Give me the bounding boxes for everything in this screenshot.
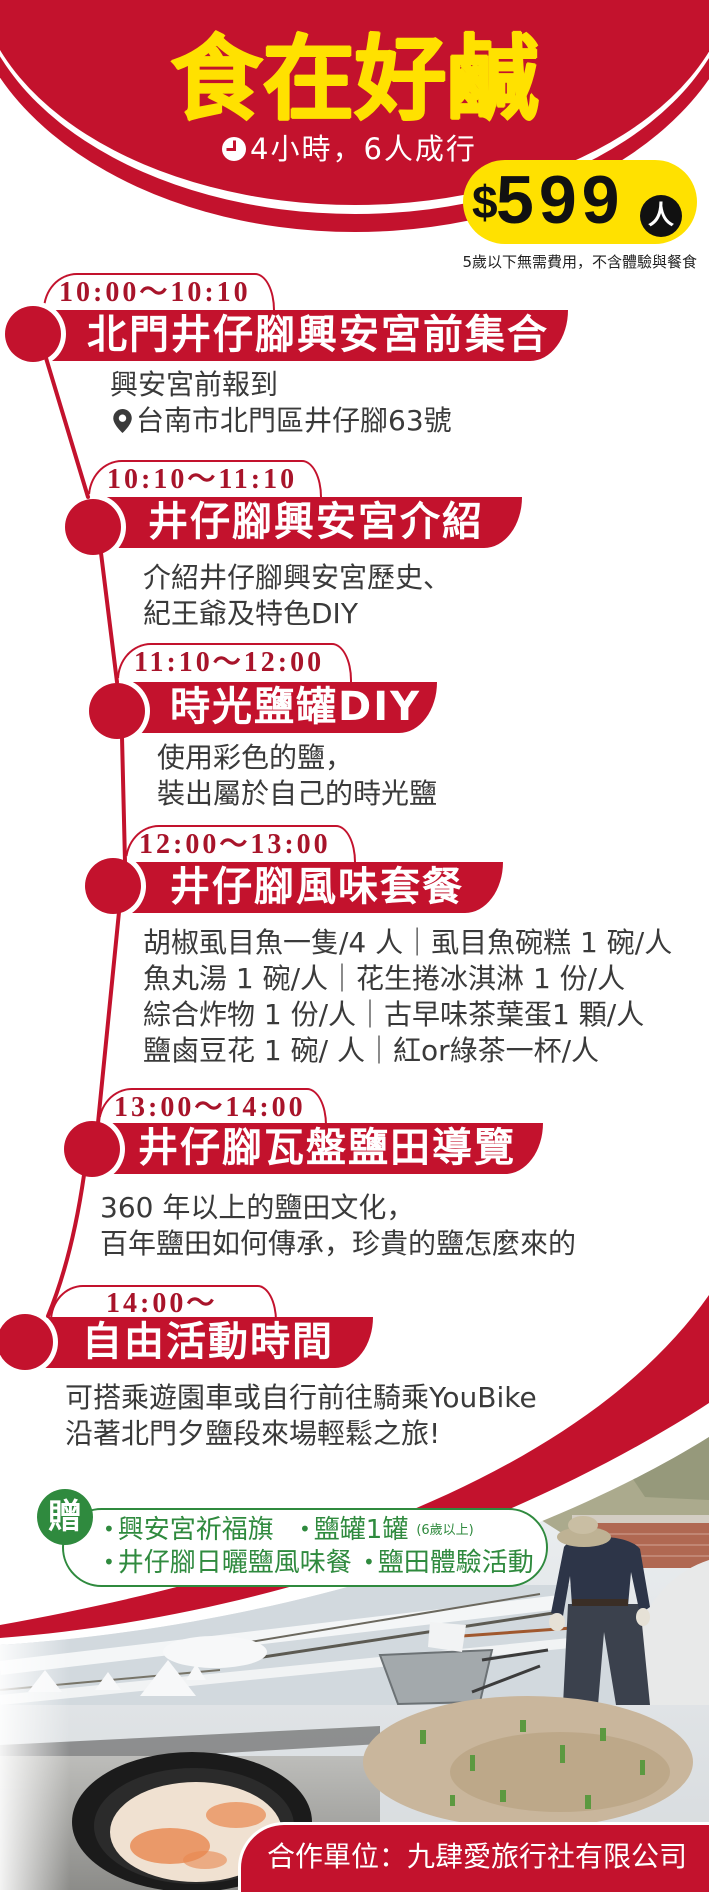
time-range: 13:00～14:00 <box>114 1092 306 1123</box>
time-range: 12:00～13:00 <box>139 829 331 860</box>
timeline-dot <box>0 1314 53 1370</box>
step-description: 使用彩色的鹽， 裝出屬於自己的時光鹽 <box>157 740 437 812</box>
timeline-connector <box>44 356 90 499</box>
description-line: 百年鹽田如何傳承，珍貴的鹽怎麼來的 <box>100 1227 577 1260</box>
step-description: 介紹井仔腳興安宮歷史、 紀王爺及特色DIY <box>143 560 451 632</box>
time-tab: 10:00～10:10 <box>43 273 275 313</box>
step-title-bar: 井仔腳風味套餐 <box>113 862 503 913</box>
description-line: 可搭乘遊園車或自行前往騎乘YouBike <box>65 1381 537 1414</box>
step-description: 可搭乘遊園車或自行前往騎乘YouBike 沿著北門夕鹽段來場輕鬆之旅! <box>65 1380 537 1452</box>
description-line: 沿著北門夕鹽段來場輕鬆之旅! <box>65 1417 441 1450</box>
page-title: 食在好鹹 <box>170 26 539 133</box>
time-range: 11:10～12:00 <box>134 647 325 678</box>
timeline-dot <box>5 306 61 362</box>
gift-item: •鹽罐1罐 (6歲以上) <box>299 1514 474 1546</box>
gift-box <box>62 1508 548 1587</box>
time-tab: 12:00～13:00 <box>125 825 356 865</box>
menu-line: 胡椒虱目魚一隻/4 人｜虱目魚碗糕 1 碗/人 <box>143 926 673 959</box>
step-title: 自由活動時間 <box>82 1319 334 1365</box>
salt-worker <box>549 1516 650 1705</box>
description-line: 紀王爺及特色DIY <box>143 597 358 630</box>
gift-label: 鹽罐1罐 <box>313 1515 409 1545</box>
salt-pans <box>0 1585 620 1705</box>
partner-text: 合作單位：九肆愛旅行社有限公司 <box>267 1840 688 1873</box>
step-description: 360 年以上的鹽田文化， 百年鹽田如何傳承，珍貴的鹽怎麼來的 <box>100 1190 576 1262</box>
time-range: 10:10～11:10 <box>107 464 298 495</box>
gift-item: •興安宮祈福旗 <box>103 1514 274 1545</box>
timeline-dot <box>89 683 145 739</box>
tour-duration: 4小時，6人成行 <box>222 134 477 164</box>
address-text: 台南市北門區井仔腳63號 <box>136 404 452 437</box>
partner-banner: 合作單位：九肆愛旅行社有限公司 <box>238 1822 709 1892</box>
gift-label: 井仔腳日曬鹽風味餐 <box>117 1548 352 1578</box>
price-currency: $ <box>472 176 498 228</box>
clock-icon <box>222 137 246 161</box>
time-range: 10:00～10:10 <box>59 277 251 308</box>
time-tab: 14:00～ <box>50 1285 277 1321</box>
step-title: 井仔腳風味套餐 <box>170 864 464 910</box>
timeline-connector <box>99 551 119 684</box>
timeline-dot <box>64 1121 120 1177</box>
meal-menu: 胡椒虱目魚一隻/4 人｜虱目魚碗糕 1 碗/人 魚丸湯 1 碗/人｜花生捲冰淇淋… <box>143 925 672 1069</box>
step-title: 井仔腳興安宮介紹 <box>148 499 484 545</box>
timeline-dot <box>85 858 141 914</box>
address-line: 台南市北門區井仔腳63號 <box>110 403 452 439</box>
map-pin-icon <box>113 409 132 433</box>
time-tab: 11:10～12:00 <box>117 643 352 683</box>
duration-text: 4小時，6人成行 <box>250 132 477 166</box>
photo-region <box>0 1437 709 1890</box>
price-badge: $ 599 人 <box>463 160 697 244</box>
step-title-bar: 北門井仔腳興安宮前集合 <box>33 310 568 361</box>
step-title: 時光鹽罐DIY <box>170 684 422 730</box>
step-title: 北門井仔腳興安宮前集合 <box>87 312 549 358</box>
menu-line: 綜合炸物 1 份/人｜古早味茶葉蛋1 顆/人 <box>143 998 645 1031</box>
step-title-bar: 自由活動時間 <box>25 1317 373 1368</box>
menu-line: 魚丸湯 1 碗/人｜花生捲冰淇淋 1 份/人 <box>143 962 626 995</box>
step-title-bar: 井仔腳瓦盤鹽田導覽 <box>92 1123 543 1174</box>
step-description: 興安宮前報到 台南市北門區井仔腳63號 <box>110 367 452 439</box>
timeline-connector <box>120 735 127 864</box>
gift-age-note: (6歲以上) <box>416 1523 474 1538</box>
description-line: 使用彩色的鹽， <box>157 741 354 774</box>
red-swoosh-band <box>0 1295 709 1638</box>
gift-item: •井仔腳日曬鹽風味餐 <box>103 1547 352 1578</box>
description-line: 360 年以上的鹽田文化， <box>100 1191 415 1224</box>
gift-label: 鹽田體驗活動 <box>377 1548 534 1578</box>
time-range: 14:00～ <box>106 1288 218 1319</box>
step-title-bar: 井仔腳興安宮介紹 <box>93 497 522 548</box>
fried-food-plate <box>363 1696 693 1828</box>
gift-item: •鹽田體驗活動 <box>363 1547 534 1578</box>
bullet-icon: • <box>299 1517 311 1541</box>
price-amount: 599 <box>496 162 625 238</box>
step-title: 井仔腳瓦盤鹽田導覽 <box>138 1125 516 1171</box>
price-note: 5歲以下無需費用，不含體驗與餐食 <box>462 253 697 271</box>
step-title-bar: 時光鹽罐DIY <box>117 682 437 733</box>
header-main-arc <box>0 0 709 205</box>
bullet-icon: • <box>363 1550 375 1574</box>
description-line: 介紹井仔腳興安宮歷史、 <box>143 561 452 594</box>
gift-badge: 贈 <box>37 1489 93 1545</box>
timeline-dot <box>65 499 121 555</box>
time-tab: 13:00～14:00 <box>98 1088 327 1128</box>
menu-line: 鹽鹵豆花 1 碗/ 人｜紅or綠茶一杯/人 <box>143 1034 600 1067</box>
gift-label: 興安宮祈福旗 <box>117 1515 274 1545</box>
description-line: 裝出屬於自己的時光鹽 <box>157 777 438 810</box>
price-unit-per-person: 人 <box>640 195 682 237</box>
time-tab: 10:10～11:10 <box>88 460 322 500</box>
description-line: 興安宮前報到 <box>110 368 279 401</box>
bullet-icon: • <box>103 1550 115 1574</box>
bullet-icon: • <box>103 1517 115 1541</box>
